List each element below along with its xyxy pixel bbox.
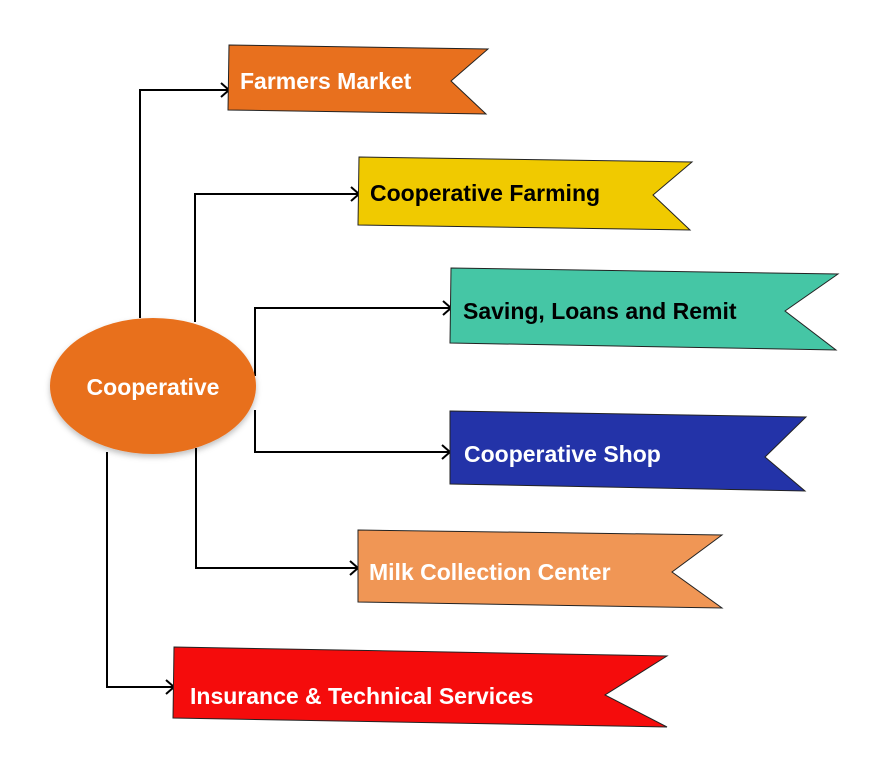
- branch-banner: Farmers Market: [227, 44, 490, 115]
- banner-shape: [357, 156, 694, 231]
- connector-arrow: [195, 448, 358, 569]
- connector-arrow: [254, 410, 450, 453]
- banner-shape: [227, 44, 490, 115]
- center-ellipse: [50, 318, 256, 454]
- branch-banner: Cooperative Shop: [449, 410, 808, 492]
- banner-shape: [357, 529, 724, 609]
- banner-label: Cooperative Farming: [370, 180, 600, 206]
- center-label: Cooperative: [87, 374, 220, 400]
- branch-banner: Saving, Loans and Remit: [449, 267, 840, 351]
- banner-label: Insurance & Technical Services: [190, 683, 533, 709]
- connector-arrow: [194, 193, 359, 322]
- banner-shape: [449, 267, 840, 351]
- banner-label: Milk Collection Center: [369, 559, 611, 585]
- branch-banner: Insurance & Technical Services: [172, 646, 669, 728]
- banner-shape: [172, 646, 669, 728]
- connector-arrow: [139, 89, 229, 318]
- connector-arrow: [254, 307, 451, 376]
- center-node: Cooperative: [50, 318, 256, 454]
- banner-label: Cooperative Shop: [464, 441, 661, 467]
- connector-arrow: [106, 452, 174, 688]
- branch-banner: Milk Collection Center: [357, 529, 724, 609]
- banner-label: Farmers Market: [240, 68, 412, 94]
- banner-label: Saving, Loans and Remit: [463, 298, 737, 324]
- banner-shape: [449, 410, 808, 492]
- branch-banner: Cooperative Farming: [357, 156, 694, 231]
